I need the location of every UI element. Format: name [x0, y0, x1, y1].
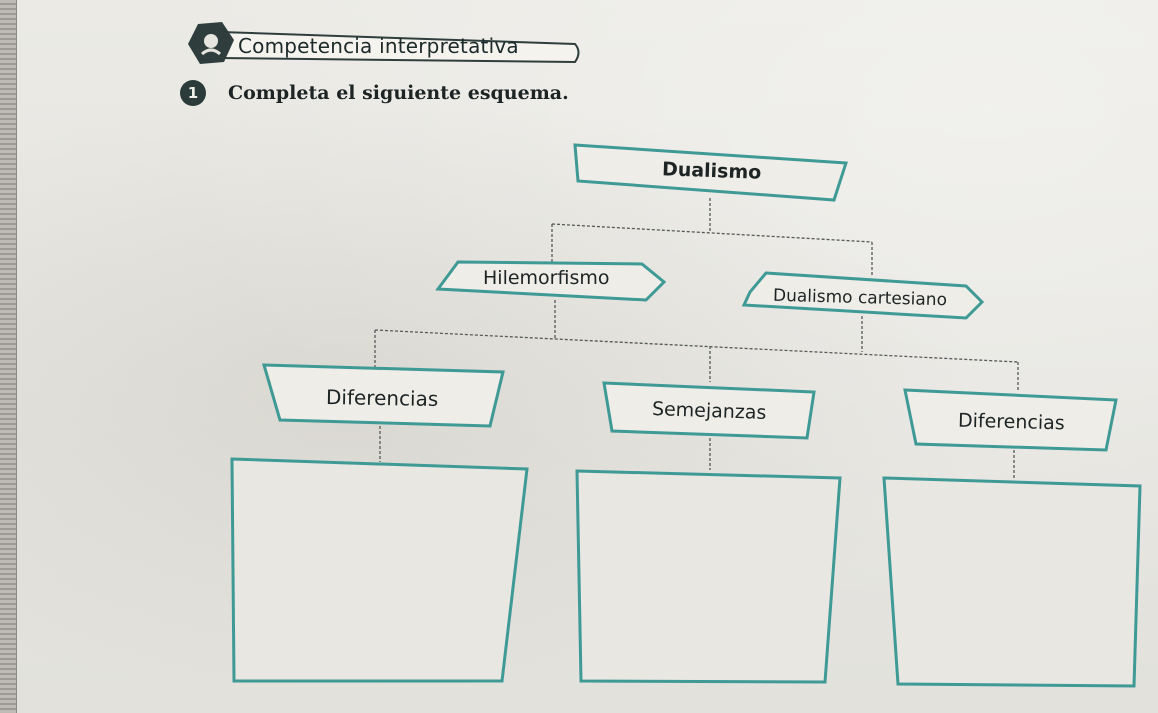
left-branch-label: Hilemorfismo [483, 267, 610, 289]
activity-instruction: Completa el siguiente esquema. [228, 82, 569, 104]
root-node-box [573, 143, 849, 202]
differences-left-box [261, 363, 505, 428]
section-title: Competencia interpretativa [238, 34, 519, 58]
thinking-head-icon [204, 34, 218, 48]
differences-right-label: Diferencias [957, 409, 1065, 435]
answer-box-differences-left[interactable] [230, 457, 529, 683]
activity-number: 1 [180, 80, 206, 106]
root-node-label: Dualismo [661, 158, 762, 184]
differences-right-box [903, 388, 1118, 452]
connector-lines [374, 198, 1019, 480]
left-branch-box [435, 260, 667, 302]
right-branch-box [741, 271, 985, 320]
similarities-label: Semejanzas [651, 398, 767, 424]
section-badge: Competencia interpretativa [180, 14, 580, 74]
answer-box-similarities[interactable] [575, 469, 842, 684]
answer-box-differences-right[interactable] [882, 476, 1142, 688]
differences-left-label: Diferencias [325, 385, 439, 411]
similarities-box [602, 381, 816, 440]
page-binding [0, 0, 17, 713]
badge-shape [188, 22, 580, 64]
